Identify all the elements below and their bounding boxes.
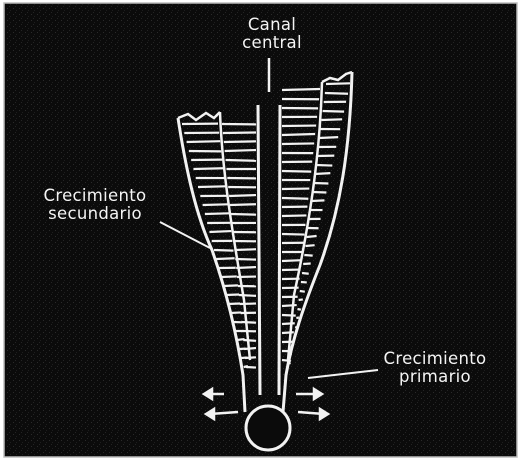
striation-right [304,255,312,256]
striation-left-inner [229,195,256,196]
striation-right [297,309,300,310]
striation-left-inner [226,160,256,161]
label-primario-line1: Crecimiento [350,350,520,368]
striation-left [187,141,221,142]
striation-right-inner [282,143,314,144]
striation-left [214,250,233,251]
striation-right [325,93,348,94]
striation-right [316,165,333,166]
striation-left-inner [231,214,256,215]
striation-right-inner [282,305,297,306]
label-canal-line2: central [226,34,318,52]
striation-right [319,137,338,138]
striation-right [299,299,303,300]
striation-right-inner [282,134,315,135]
label-secundario-line2: secundario [20,205,170,223]
striation-right [307,236,317,237]
label-crecimiento-primario: Crecimiento primario [350,350,520,386]
striation-left-inner [224,141,256,142]
striation-left [193,168,223,169]
root-tip-circle [246,406,290,450]
striation-right [326,83,350,84]
striation-right [295,327,297,328]
striation-right [302,273,309,274]
label-crecimiento-secundario: Crecimiento secundario [20,187,170,223]
striation-right [313,183,328,184]
label-canal-line1: Canal [226,16,318,34]
striation-right-inner [282,171,311,172]
striation-right-inner [282,360,291,361]
striation-right [311,200,324,201]
striation-left [230,312,241,313]
striation-left [209,231,231,232]
striation-right [323,111,345,112]
striation-left-inner [236,267,256,268]
striation-left-inner [241,322,256,323]
striation-left-inner [230,204,256,205]
striation-left [228,303,240,304]
label-primario-line2: primario [350,368,520,386]
striation-left-inner [244,348,256,349]
striation-left-inner [243,340,256,341]
striation-left-inner [225,150,256,151]
striation-left-inner [246,367,256,368]
striation-right-inner [282,234,304,235]
striation-left [223,285,238,286]
striation-left [221,276,237,277]
striation-right-inner [282,315,296,316]
label-canal-central: Canal central [226,16,318,52]
canal-wall-right [279,105,280,395]
striation-right-inner [282,260,302,261]
striation-right-inner [282,89,320,90]
striation-left-inner [245,357,256,358]
striation-right-inner [282,323,295,324]
striation-left [203,204,228,205]
striation-left-inner [239,295,256,296]
striation-left [216,258,234,259]
canal-wall-left [258,105,260,395]
striation-left [225,294,239,295]
striation-right [300,291,305,292]
striation-left [198,186,226,187]
striation-left-inner [234,249,256,250]
striation-left [205,213,229,214]
striation-right [315,173,331,174]
striation-right-inner [282,215,306,216]
striation-right-inner [282,332,294,333]
striation-left-inner [235,259,256,260]
striation-right-inner [282,198,308,199]
striation-right [321,119,342,120]
striation-right [305,245,314,246]
striation-right [294,336,295,337]
label-secundario-line1: Crecimiento [20,187,170,205]
striation-left-inner [223,132,256,133]
